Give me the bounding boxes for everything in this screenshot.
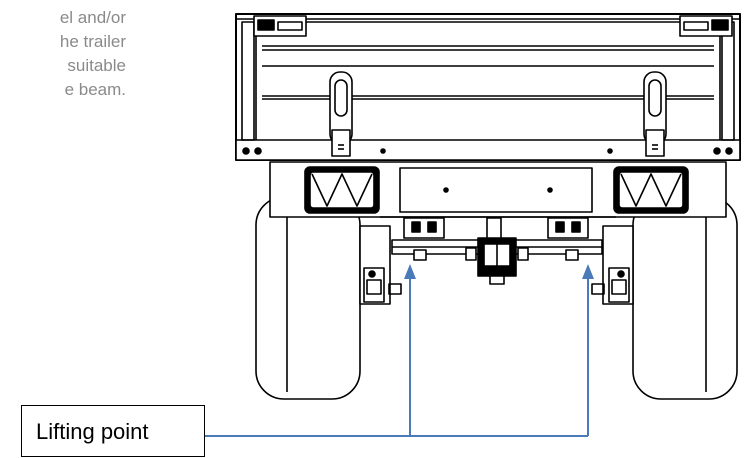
right-hub: [591, 225, 634, 305]
right-wheel: [632, 196, 738, 400]
left-hinge: [329, 71, 353, 157]
right-spring-bracket: [547, 217, 589, 261]
left-hub: [359, 225, 402, 305]
left-wheel: [255, 196, 361, 400]
lifting-point-label: Lifting point: [21, 405, 205, 457]
right-rear-light: [613, 166, 689, 214]
instruction-line: e beam.: [64, 80, 126, 99]
left-spring-bracket: [403, 217, 445, 261]
instruction-line: suitable: [67, 56, 126, 75]
lifting-point-arrows: [205, 264, 594, 437]
instruction-text: el and/or he trailer suitable e beam.: [0, 6, 126, 102]
hitch-coupling: [465, 217, 529, 285]
right-hinge: [643, 71, 667, 157]
instruction-line: he trailer: [59, 32, 126, 51]
left-rear-light: [304, 166, 380, 214]
right-latch: [679, 15, 733, 37]
instruction-line: el and/or: [59, 8, 126, 27]
left-latch: [253, 15, 307, 37]
lifting-point-text: Lifting point: [36, 419, 149, 444]
